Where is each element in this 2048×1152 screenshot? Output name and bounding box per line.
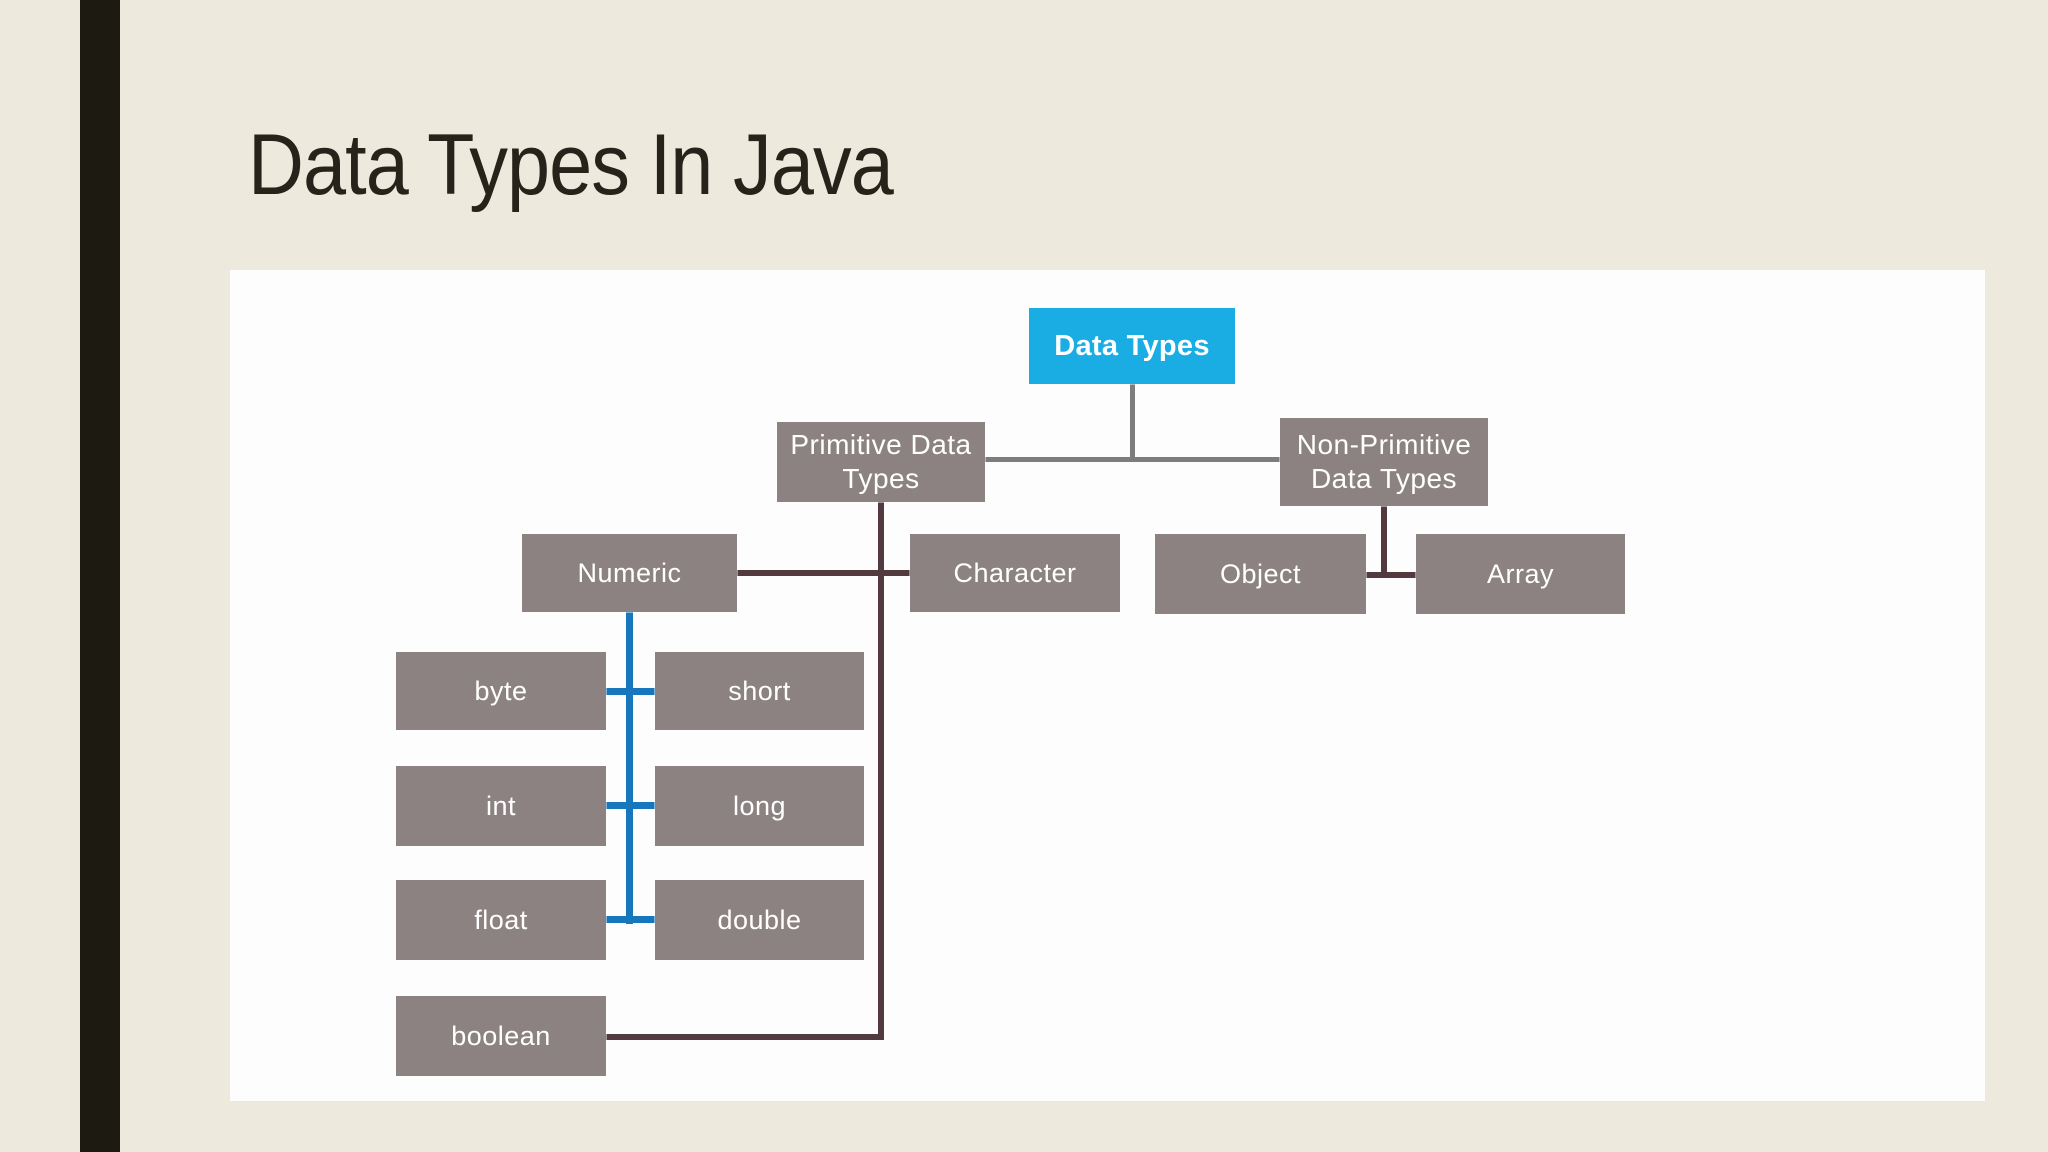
connector-numeric-character (737, 570, 910, 576)
connector-numeric-vertical (626, 612, 633, 924)
node-character: Character (910, 534, 1120, 612)
node-short: short (655, 652, 864, 730)
node-byte: byte (396, 652, 606, 730)
connector-primitive-vertical (878, 502, 884, 1040)
node-non-primitive: Non-Primitive Data Types (1280, 418, 1488, 506)
connector-nonprimitive-vertical (1381, 506, 1387, 578)
node-double: double (655, 880, 864, 960)
node-float: float (396, 880, 606, 960)
node-data-types: Data Types (1029, 308, 1235, 384)
connector-boolean-horizontal (606, 1034, 884, 1040)
node-int: int (396, 766, 606, 846)
diagram-panel: Data Types Primitive Data Types Non-Prim… (230, 270, 1985, 1101)
connector-float-double (606, 916, 655, 923)
connector-root-vertical (1130, 384, 1135, 462)
connector-byte-short (606, 688, 655, 695)
node-boolean: boolean (396, 996, 606, 1076)
connector-object-array (1366, 572, 1416, 578)
connector-root-horizontal (985, 457, 1280, 462)
slide-title: Data Types In Java (248, 117, 894, 213)
node-numeric: Numeric (522, 534, 737, 612)
node-long: long (655, 766, 864, 846)
node-object: Object (1155, 534, 1366, 614)
connector-int-long (606, 802, 655, 809)
node-primitive: Primitive Data Types (777, 422, 985, 502)
slide-accent-bar (80, 0, 120, 1152)
node-array: Array (1416, 534, 1625, 614)
